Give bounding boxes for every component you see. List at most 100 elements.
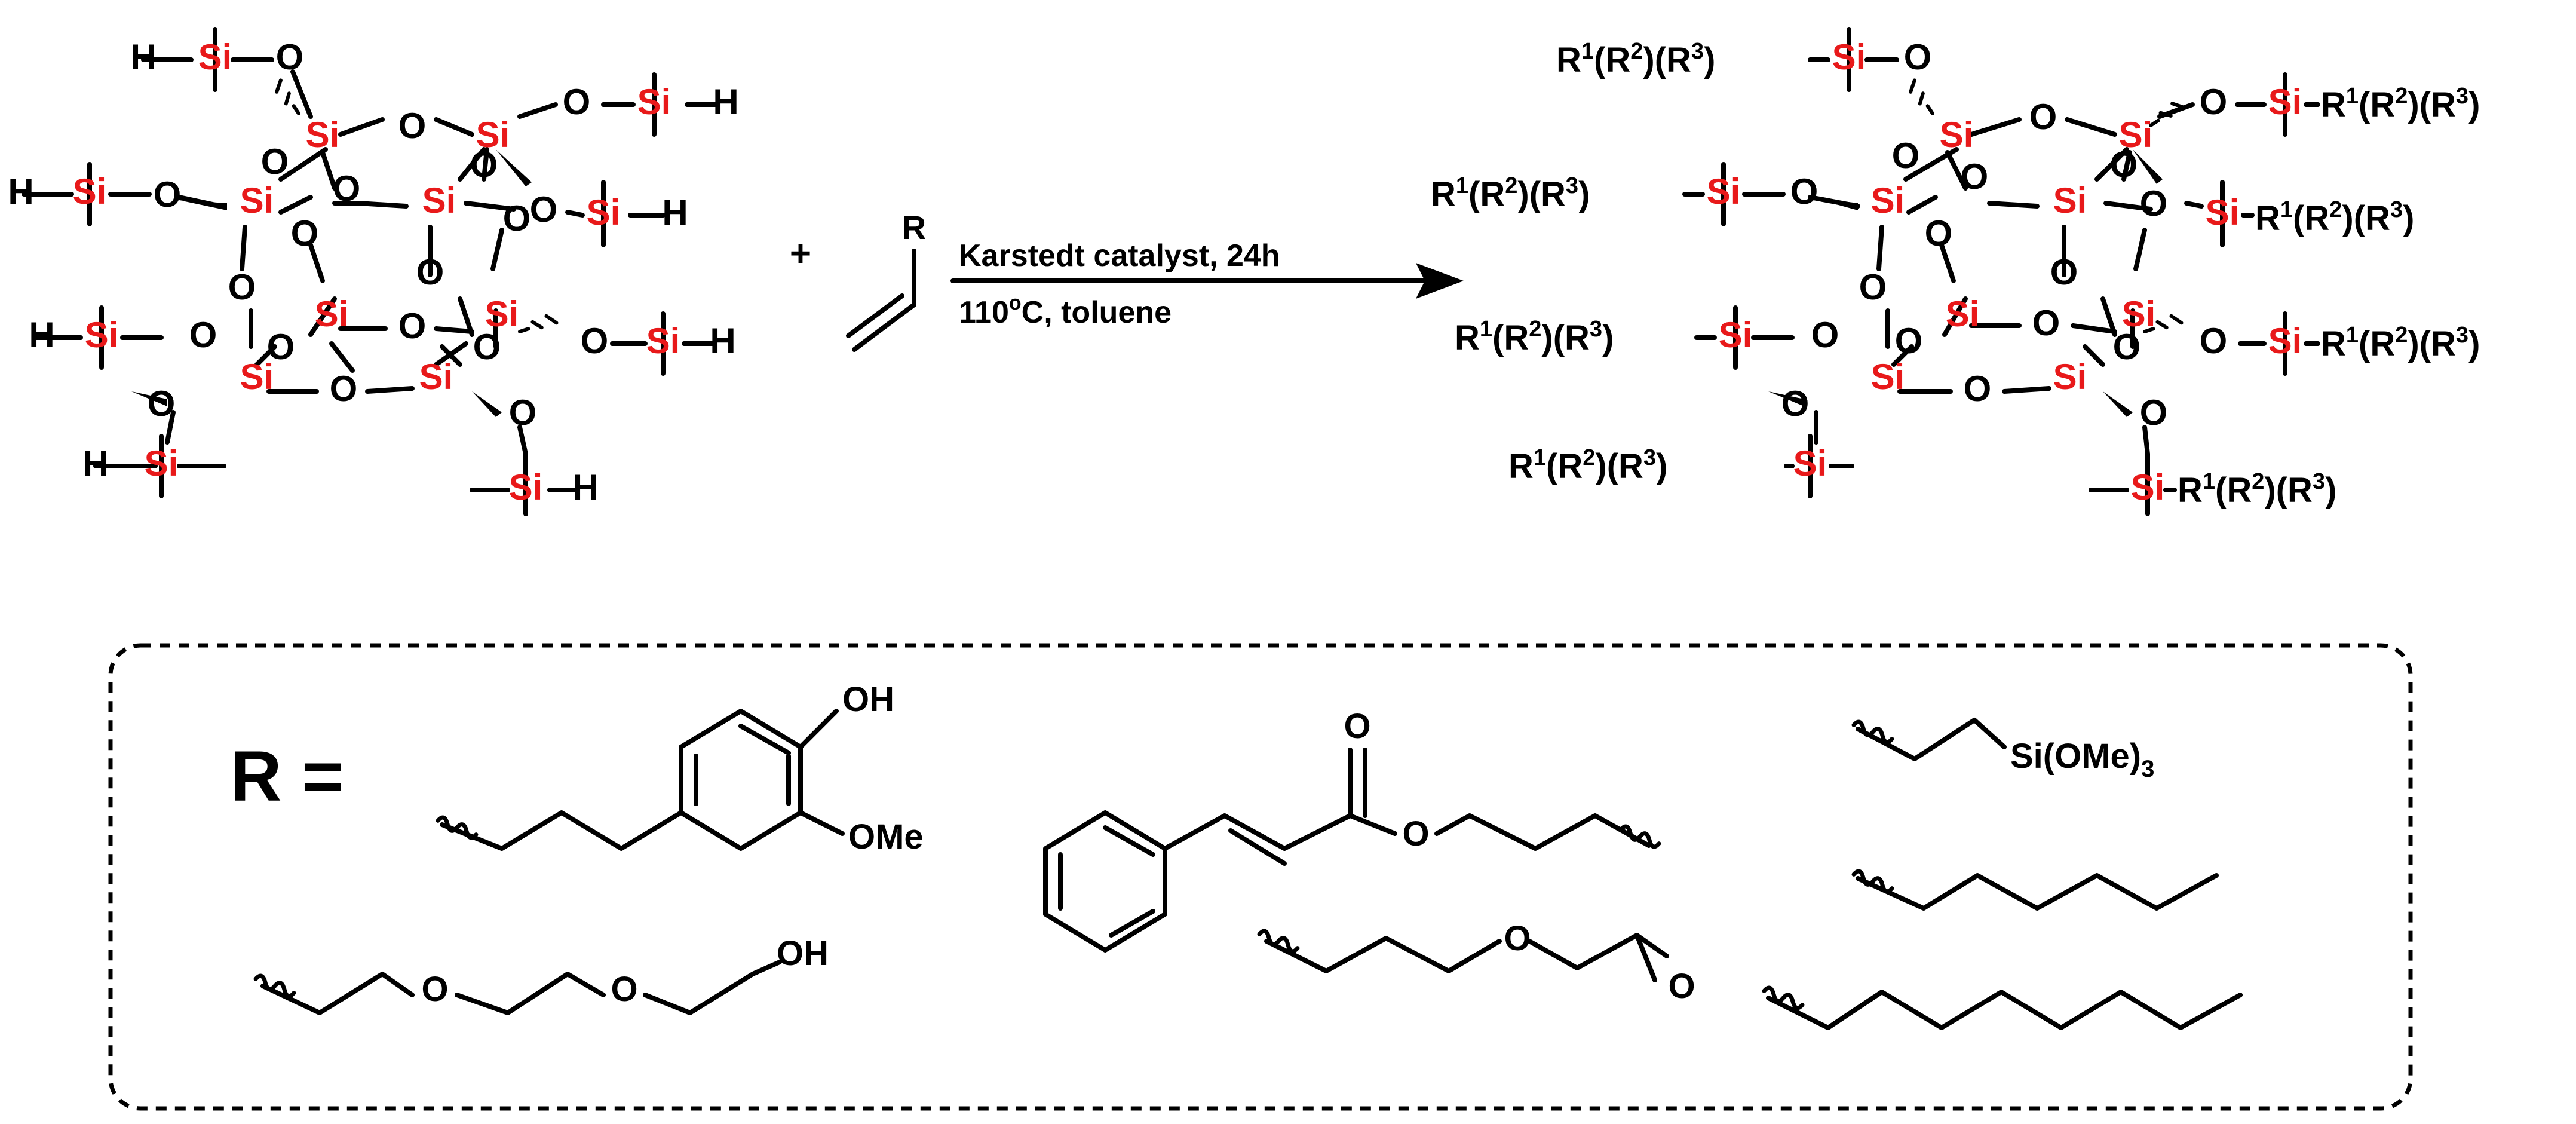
si-atom: Si: [240, 180, 274, 220]
si-atom: Si: [198, 37, 232, 77]
wedge-bond: [496, 149, 532, 186]
hash-bond: [1909, 78, 1933, 117]
o-atom: O: [154, 174, 182, 215]
si-atom: Si: [419, 357, 453, 397]
r-group-glycol: [254, 960, 782, 1015]
si-atom: Si: [637, 82, 671, 122]
o-atom: O: [2032, 303, 2060, 343]
si-atom: Si: [485, 294, 519, 334]
o-atom: O: [189, 315, 217, 355]
si-atom: Si: [1719, 315, 1753, 355]
starting-poss-cage: [22, 27, 719, 516]
glycol-ether-oxygen: O: [611, 970, 637, 1009]
si-atom: Si: [1940, 115, 1974, 155]
r-group-hexyl: [1852, 870, 2219, 911]
si-atom: Si: [1946, 294, 1980, 334]
o-atom: O: [2200, 82, 2228, 122]
r-substituent-label: R1(R2)(R3): [1508, 445, 1667, 486]
o-atom: O: [398, 306, 427, 346]
o-atom: O: [473, 327, 501, 367]
si-atom: Si: [73, 171, 107, 212]
si-atom: Si: [476, 115, 510, 155]
r-substituent-label: R1(R2)(R3): [2321, 84, 2480, 124]
plus-sign: +: [790, 233, 811, 274]
wedge-bond: [2133, 149, 2163, 184]
r-group-eugenol: [436, 709, 845, 851]
epoxide-oxygen: O: [1668, 967, 1695, 1006]
hydroxyl-label: OH: [842, 680, 894, 719]
o-atom: O: [2110, 145, 2138, 185]
si-atom: Si: [2206, 192, 2240, 232]
starting-cage-labels: Si Si Si Si Si Si Si Si Si Si Si Si Si S…: [8, 37, 738, 507]
h-atom: H: [29, 315, 54, 355]
o-atom: O: [503, 198, 531, 238]
si-atom: Si: [145, 443, 179, 483]
carbonyl-oxygen: O: [1344, 707, 1370, 746]
r-group-box: [108, 643, 2413, 1111]
o-atom: O: [470, 145, 498, 185]
o-atom: O: [148, 384, 176, 424]
o-atom: O: [530, 189, 558, 229]
r-group-cinnamate: [1043, 748, 1661, 953]
r-substituent-label: R1(R2)(R3): [2178, 469, 2336, 510]
reagent-alkene: + R: [790, 209, 926, 352]
si-atom: Si: [2053, 357, 2087, 397]
r-group-heading: R =: [230, 736, 344, 816]
o-atom: O: [1925, 213, 1953, 253]
wedge-bond: [1810, 197, 1858, 210]
r-substituent-label: R1(R2)(R3): [1431, 173, 1590, 214]
o-atom: O: [1964, 369, 1992, 409]
product-cage-labels: Si Si Si Si Si Si Si Si Si Si Si Si Si S…: [1707, 37, 2302, 507]
o-atom: O: [1904, 37, 1932, 77]
si-atom: Si: [1871, 357, 1905, 397]
glycol-ether-oxygen: O: [421, 970, 448, 1009]
o-atom: O: [261, 142, 289, 182]
h-atom: H: [713, 82, 738, 122]
h-atom: H: [572, 467, 598, 507]
si-atom: Si: [2268, 321, 2302, 361]
h-atom: H: [130, 37, 156, 77]
r-substituent-label: R1(R2)(R3): [2255, 197, 2414, 238]
sih-arm-bonds: [22, 27, 719, 516]
r-substituent-label: R1(R2)(R3): [2321, 323, 2480, 363]
h-atom: H: [8, 171, 33, 212]
si-atom: Si: [646, 321, 680, 361]
h-atom: H: [710, 321, 735, 361]
o-atom: O: [2140, 393, 2168, 433]
o-atom: O: [398, 106, 427, 146]
o-atom: O: [1781, 384, 1810, 424]
o-atom: O: [330, 369, 358, 409]
r-group-silane: [1852, 718, 2007, 761]
si-atom: Si: [1707, 171, 1741, 212]
si-atom: Si: [587, 192, 621, 232]
o-atom: O: [1892, 136, 1920, 176]
r-group-glycidyl: [1258, 930, 1669, 982]
o-atom: O: [1859, 267, 1887, 307]
si-atom: Si: [1793, 443, 1827, 483]
o-atom: O: [509, 393, 537, 433]
r-substituent-label: R1(R2)(R3): [1455, 317, 1614, 357]
hash-bond: [2148, 102, 2186, 125]
si-atom: Si: [2053, 180, 2087, 220]
cage-bonds: [240, 117, 516, 394]
o-atom: O: [1811, 315, 1839, 355]
cage-bonds: [1876, 117, 2153, 394]
si-atom: Si: [1871, 180, 1905, 220]
o-atom: O: [333, 169, 361, 209]
glycol-hydroxyl-label: OH: [777, 934, 829, 973]
h-atom: H: [662, 192, 688, 232]
silane-label: Si(OMe)3: [2010, 737, 2154, 782]
wedge-bond: [131, 391, 167, 406]
o-atom: O: [2050, 252, 2078, 292]
si-atom: Si: [2122, 294, 2156, 334]
hash-bond: [520, 314, 557, 335]
wedge-bond: [2103, 391, 2133, 417]
si-atom: Si: [2131, 467, 2165, 507]
glycidyl-ether-oxygen: O: [1504, 919, 1531, 958]
si-atom: Si: [85, 315, 119, 355]
o-atom: O: [276, 37, 304, 77]
o-atom: O: [291, 213, 319, 253]
ester-oxygen: O: [1402, 814, 1429, 853]
alkene-r-label: R: [902, 209, 926, 246]
o-atom: O: [1961, 157, 1989, 197]
